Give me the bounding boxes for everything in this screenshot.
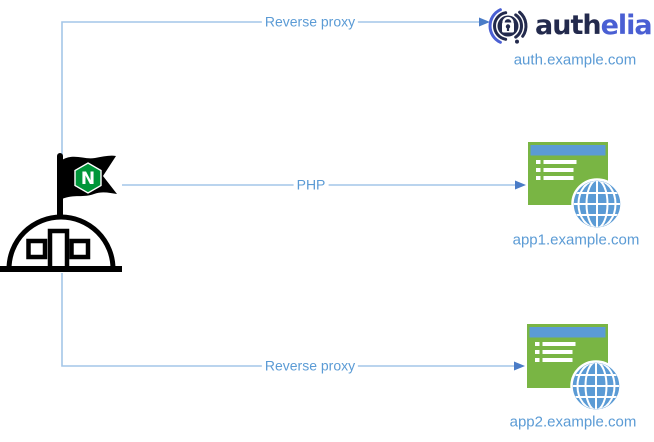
arrowhead-icon	[479, 17, 490, 27]
app1-webapp-icon	[528, 142, 623, 230]
connector-label-php: PHP	[293, 176, 329, 194]
app1-domain-label: app1.example.com	[512, 231, 640, 249]
list-icon	[535, 342, 576, 362]
arrowhead-icon	[514, 361, 525, 371]
connector-label-reverse-proxy-top: Reverse proxy	[261, 13, 359, 31]
arrowhead-icon	[515, 180, 526, 190]
app2-domain-label: app2.example.com	[509, 413, 637, 431]
authelia-wordmark-auth: auth	[535, 10, 602, 41]
nginx-server-icon: N	[0, 153, 122, 272]
door	[47, 228, 70, 272]
app2-webapp-icon	[527, 324, 622, 412]
authelia-lock-icon	[488, 8, 528, 44]
nginx-letter: N	[81, 169, 95, 189]
nginx-hexagon	[74, 162, 102, 194]
globe-icon	[570, 360, 622, 412]
authelia-wordmark-elia: elia	[600, 10, 653, 41]
window-right	[69, 238, 91, 260]
connector-nginx-to-app2	[61, 273, 525, 371]
globe-icon	[571, 178, 623, 230]
flagpole	[57, 153, 63, 227]
connector-nginx-to-authelia	[61, 17, 490, 155]
window-left	[26, 238, 48, 260]
app-titlebar	[530, 145, 606, 156]
app-titlebar	[529, 327, 606, 338]
authelia-wordmark: authelia	[535, 6, 653, 46]
list-icon	[536, 160, 577, 180]
authelia-logo: authelia	[486, 6, 653, 46]
auth-domain-label: auth.example.com	[513, 51, 637, 69]
connector-label-reverse-proxy-bottom: Reverse proxy	[261, 357, 359, 375]
